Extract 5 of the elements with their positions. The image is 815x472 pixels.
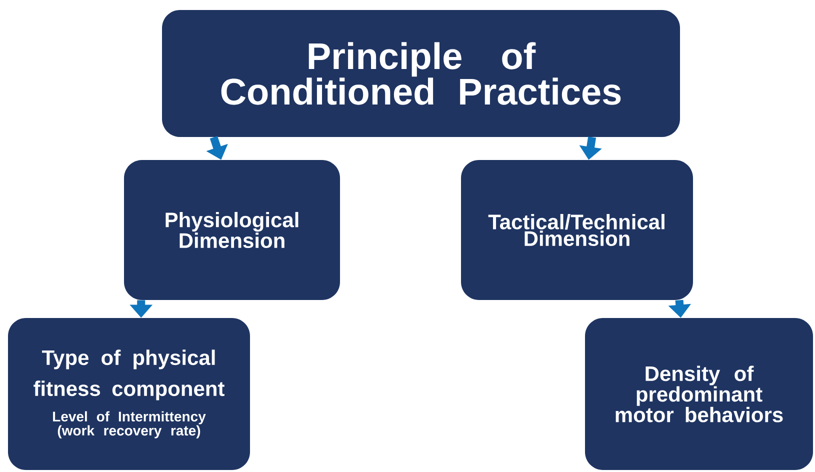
process-box: Density of predominant motor behaviors	[585, 318, 813, 470]
process-box: Principle of Conditioned Practices	[162, 10, 680, 137]
process-box: Tactical/Technical Dimension	[461, 160, 693, 300]
process-box: Physiological Dimension	[124, 160, 340, 300]
process-box: Type of physical fitness component Level of Intermittency (work recovery rate)	[8, 318, 250, 470]
